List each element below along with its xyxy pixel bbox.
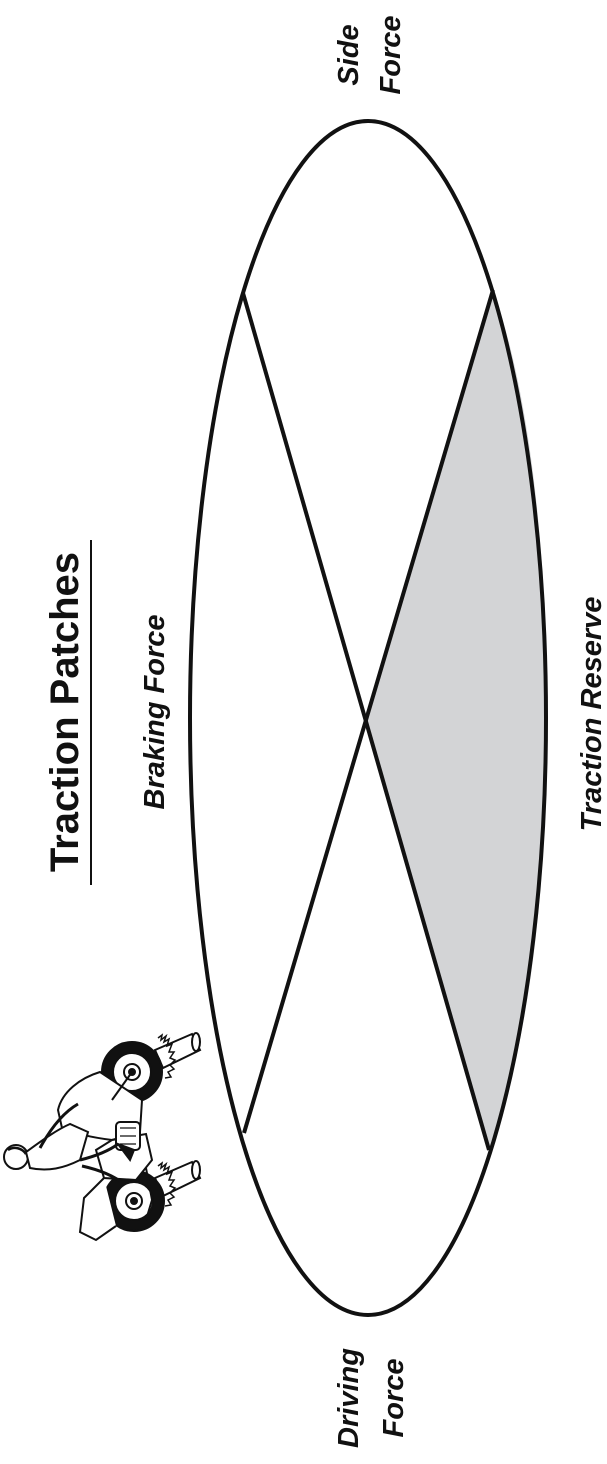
diagram-title: Traction Patches (43, 552, 87, 872)
traction-reserve-label: Traction Reserve (576, 597, 607, 832)
rider-leg (79, 1142, 125, 1186)
motorcycle-rider-illustration (3, 1032, 202, 1242)
rider-torso (24, 1122, 90, 1171)
ground-strip-lower (153, 1160, 202, 1198)
traction-ellipse (188, 119, 548, 1317)
side-force-label-line1: Side (333, 24, 365, 85)
braking-force-label: Braking Force (139, 615, 171, 810)
rider-helmet (3, 1144, 29, 1170)
rider-boot (115, 1141, 136, 1163)
driving-force-label-line2: Force (378, 1359, 410, 1438)
rider-arm (38, 1102, 79, 1149)
bike-exhaust (145, 1167, 154, 1221)
traction-reserve-area (367, 290, 547, 1150)
bike-fork (111, 1071, 133, 1101)
bike-engine-detail (120, 1127, 136, 1145)
side-force-label-line2: Force (375, 16, 407, 95)
grass-lower (157, 1161, 177, 1207)
ground-strip-upper (153, 1032, 202, 1070)
bike-tail (78, 1177, 117, 1242)
force-line-b (242, 289, 495, 1134)
driving-force-label-line1: Driving (333, 1348, 365, 1448)
grass-upper (157, 1033, 177, 1079)
